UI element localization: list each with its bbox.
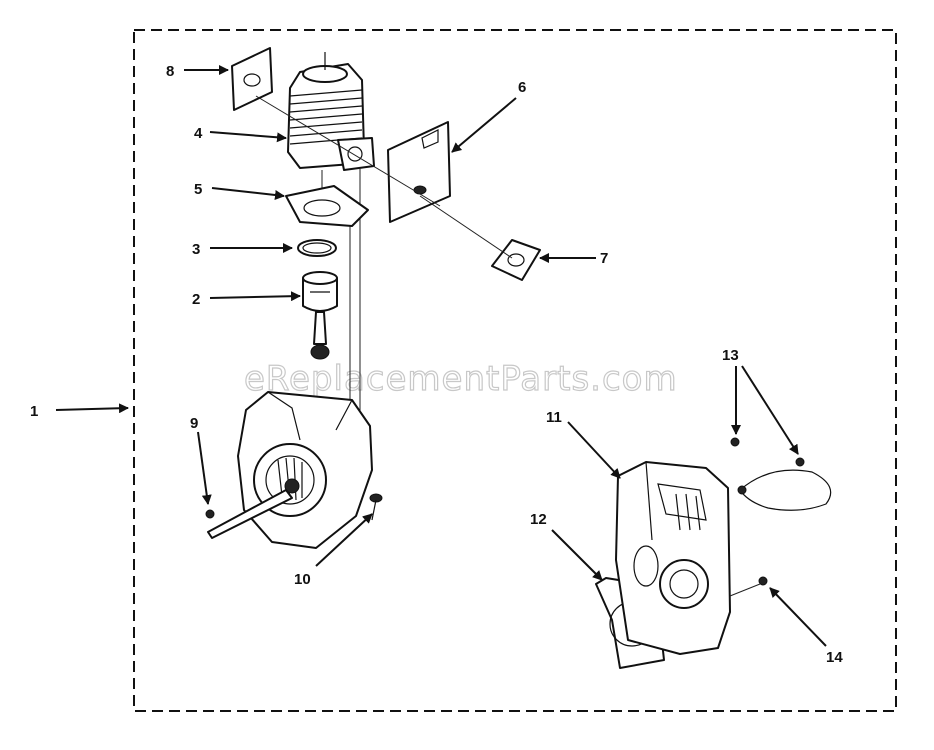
part-muffler-plate[interactable]: [231, 47, 273, 111]
part-cylinder-gasket[interactable]: [285, 185, 369, 227]
callout-14: 14: [826, 649, 843, 666]
watermark-text: eReplacementParts.com: [244, 359, 678, 399]
callout-11: 11: [546, 409, 562, 426]
callout-arrows: [55, 65, 827, 647]
callout-9: 9: [190, 415, 198, 432]
part-crankcase-cover[interactable]: [615, 461, 731, 655]
part-screw-and-wire[interactable]: [730, 437, 832, 511]
part-cylinder[interactable]: [287, 52, 375, 171]
callout-12: 12: [530, 511, 547, 528]
part-screw-9[interactable]: [205, 509, 215, 519]
part-piston-ring[interactable]: [297, 239, 337, 257]
part-screw-10[interactable]: [369, 493, 383, 521]
callout-labels: 1 2 3 4 5 6 7 8 9 10 11 12 13 14: [30, 63, 843, 666]
callout-2: 2: [192, 291, 200, 308]
callout-5: 5: [194, 181, 202, 198]
part-screw-14[interactable]: [729, 576, 768, 597]
callout-6: 6: [518, 79, 526, 96]
callout-3: 3: [192, 241, 200, 258]
callout-1: 1: [30, 403, 38, 420]
assembly-boundary: [133, 29, 897, 712]
callout-8: 8: [166, 63, 174, 80]
part-heat-shield[interactable]: [387, 121, 451, 223]
part-intake-gasket[interactable]: [491, 239, 541, 281]
callout-13: 13: [722, 347, 739, 364]
part-crankcase[interactable]: [207, 391, 373, 549]
callout-10: 10: [294, 571, 311, 588]
callout-7: 7: [600, 250, 608, 267]
callout-4: 4: [194, 125, 203, 142]
part-piston[interactable]: [302, 271, 338, 360]
